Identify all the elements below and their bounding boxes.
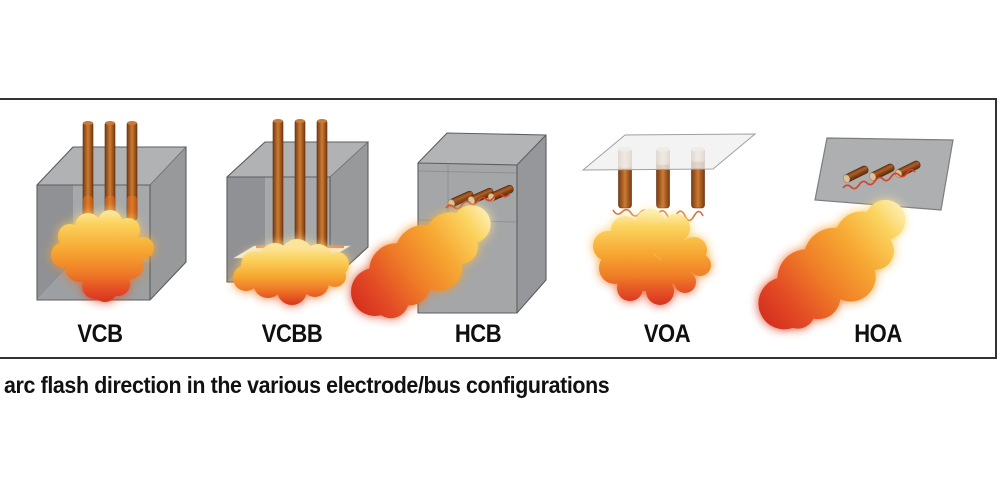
configurations-diagram <box>36 119 954 356</box>
vcbb-diagram <box>225 119 370 305</box>
open-air-plate-icon <box>581 133 757 171</box>
hoa-diagram <box>742 137 954 356</box>
config-label-hcb: HCB <box>454 320 502 348</box>
config-label-vcbb: VCBB <box>261 320 323 348</box>
voa-diagram <box>581 133 757 305</box>
electrode-rods-icon <box>82 121 138 221</box>
electrode-rods-icon <box>447 184 514 208</box>
figure-caption: arc flash direction in the various elect… <box>4 372 610 398</box>
electrode-rods-icon <box>272 119 328 253</box>
vcb-diagram <box>36 121 187 302</box>
config-label-hoa: HOA <box>854 320 902 348</box>
config-label-vcb: VCB <box>77 320 123 348</box>
arc-line <box>842 168 916 190</box>
electrode-rods-icon <box>842 160 921 183</box>
arc-flash-cloud-icon <box>593 209 711 305</box>
diagram-band <box>0 98 997 359</box>
hcb-diagram <box>336 132 547 340</box>
config-label-voa: VOA <box>643 320 691 348</box>
arc-line <box>445 192 511 210</box>
